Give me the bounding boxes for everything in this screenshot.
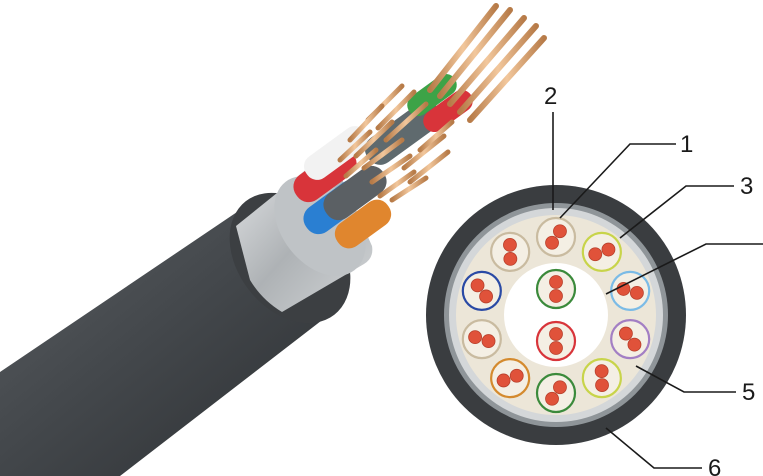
outer-pair-7-conductor-2	[496, 373, 511, 388]
outer-pair-4	[610, 319, 651, 360]
outer-pair-7-conductor-1	[509, 368, 524, 383]
outer-pair-2-conductor-2	[601, 242, 616, 257]
outer-pair-4-sheath	[610, 319, 651, 360]
outer-pair-5-conductor-2	[595, 378, 609, 393]
outer-pair-6-conductor-1	[553, 380, 567, 395]
outer-pair-9-conductor-2	[470, 278, 485, 293]
callout-5: 5	[742, 379, 755, 406]
outer-pair-10-conductor-2	[503, 237, 517, 252]
outer-pair-1-conductor-2	[553, 224, 567, 239]
outer-pair-6	[535, 372, 577, 414]
leader-line-4	[605, 243, 763, 295]
outer-pair-1-conductor-1	[545, 235, 559, 250]
leader-line-5	[635, 365, 736, 393]
cable-body	[0, 3, 547, 476]
callout-6: 6	[708, 455, 721, 476]
outer-pair-2-conductor-1	[588, 247, 603, 262]
grey-insulated-wire	[323, 165, 387, 221]
inner-pair-1-conductor-1	[549, 275, 563, 289]
leader-line-6	[605, 427, 702, 469]
outer-pair-6-sheath	[535, 372, 577, 414]
outer-pair-4-conductor-2	[627, 337, 642, 352]
callout-1: 1	[680, 131, 693, 158]
outer-pair-8-conductor-1	[481, 334, 496, 348]
inner-pair-2-sheath	[535, 320, 577, 362]
outer-pair-9	[461, 270, 502, 311]
outer-pair-5-sheath	[581, 358, 622, 399]
outer-pair-8	[461, 319, 502, 360]
outer-pair-10-sheath	[490, 231, 531, 272]
outer-pair-3	[610, 270, 651, 311]
orange-insulated-wire	[334, 199, 392, 249]
outer-pair-10	[490, 231, 531, 272]
outer-pair-5-conductor-1	[594, 364, 609, 379]
inner-pair-1-sheath	[535, 268, 577, 310]
outer-pair-7-sheath	[490, 358, 531, 399]
green-insulated-wire	[407, 74, 457, 116]
outer-pair-8-conductor-2	[468, 330, 483, 345]
callout-2: 2	[544, 83, 557, 110]
callout-3: 3	[740, 173, 753, 200]
leader-line-1	[559, 143, 676, 219]
outer-pair-3-conductor-2	[629, 285, 644, 300]
conductor-bundle	[293, 74, 473, 249]
outer-pair-9-conductor-1	[479, 289, 493, 304]
grey-center-wire	[364, 101, 442, 165]
outer-pair-8-sheath	[461, 319, 502, 360]
inner-pair-1	[535, 268, 577, 310]
outer-pair-6-conductor-2	[545, 391, 559, 406]
core-area	[504, 263, 608, 367]
outer-pair-2	[581, 231, 622, 272]
outer-pair-4-conductor-1	[619, 326, 633, 341]
inner-pair-2-conductor-1	[549, 327, 563, 341]
outer-pair-7	[490, 358, 531, 399]
leader-lines	[552, 112, 763, 469]
inner-pair-2-conductor-2	[549, 341, 563, 355]
outer-pair-1	[535, 216, 577, 258]
outer-pair-5	[581, 358, 622, 399]
callout-labels: 1 2 3 4 5 6	[544, 83, 755, 476]
inner-pair-2	[535, 320, 577, 362]
outer-pair-2-sheath	[581, 231, 622, 272]
copper-strands	[337, 3, 547, 203]
outer-pair-1-sheath	[535, 216, 577, 258]
leader-line-3	[619, 185, 734, 239]
inner-pair-1-conductor-2	[549, 289, 563, 303]
cross-section	[426, 185, 686, 445]
outer-pair-10-conductor-1	[503, 251, 518, 266]
outer-pair-9-sheath	[461, 270, 502, 311]
red-insulated-wire-top	[423, 90, 473, 132]
